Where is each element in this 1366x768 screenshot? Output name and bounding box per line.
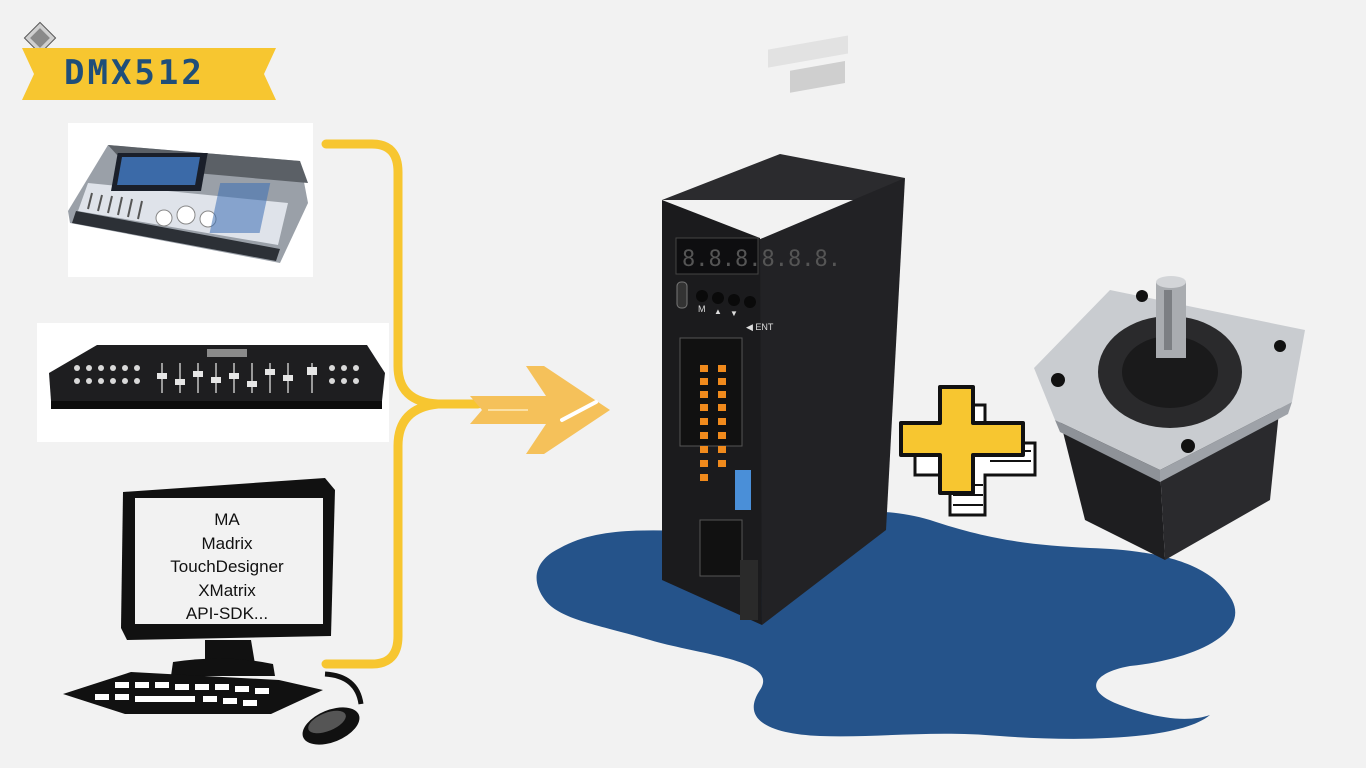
software-list: MA Madrix TouchDesigner XMatrix API-SDK.… — [138, 508, 316, 626]
software-item: MA — [214, 510, 240, 529]
dmx512-badge — [22, 21, 276, 100]
lighting-console-image — [68, 123, 313, 277]
driver-buttons: M ▲ ▼ ◀ ENT — [676, 281, 774, 332]
diamond-icon — [23, 21, 57, 55]
button-label-m: M — [698, 304, 706, 314]
dmx-controller-image — [37, 323, 389, 442]
led-display: 8.8.8.8.8.8. — [682, 247, 841, 272]
button-label-up: ▲ — [714, 307, 722, 316]
display-digits: 8.8.8.8.8.8. — [682, 247, 841, 272]
terminal-block — [679, 337, 758, 620]
button-label-down: ▼ — [730, 309, 738, 318]
keyboard-icon — [63, 672, 323, 714]
plus-icon — [899, 385, 1037, 517]
software-item: XMatrix — [198, 580, 256, 600]
arrow-right-icon — [470, 366, 610, 454]
computer-illustration — [63, 478, 364, 745]
brace-connector — [321, 139, 483, 669]
software-item: Madrix — [201, 533, 253, 553]
ribbon-shape — [22, 48, 276, 100]
mouse-icon — [302, 671, 364, 745]
monitor-icon — [121, 478, 335, 676]
button-label-ent: ◀ ENT — [746, 322, 774, 332]
badge-label: DMX512 — [64, 53, 205, 93]
software-item: API-SDK... — [185, 604, 269, 623]
software-item: TouchDesigner — [170, 557, 284, 576]
